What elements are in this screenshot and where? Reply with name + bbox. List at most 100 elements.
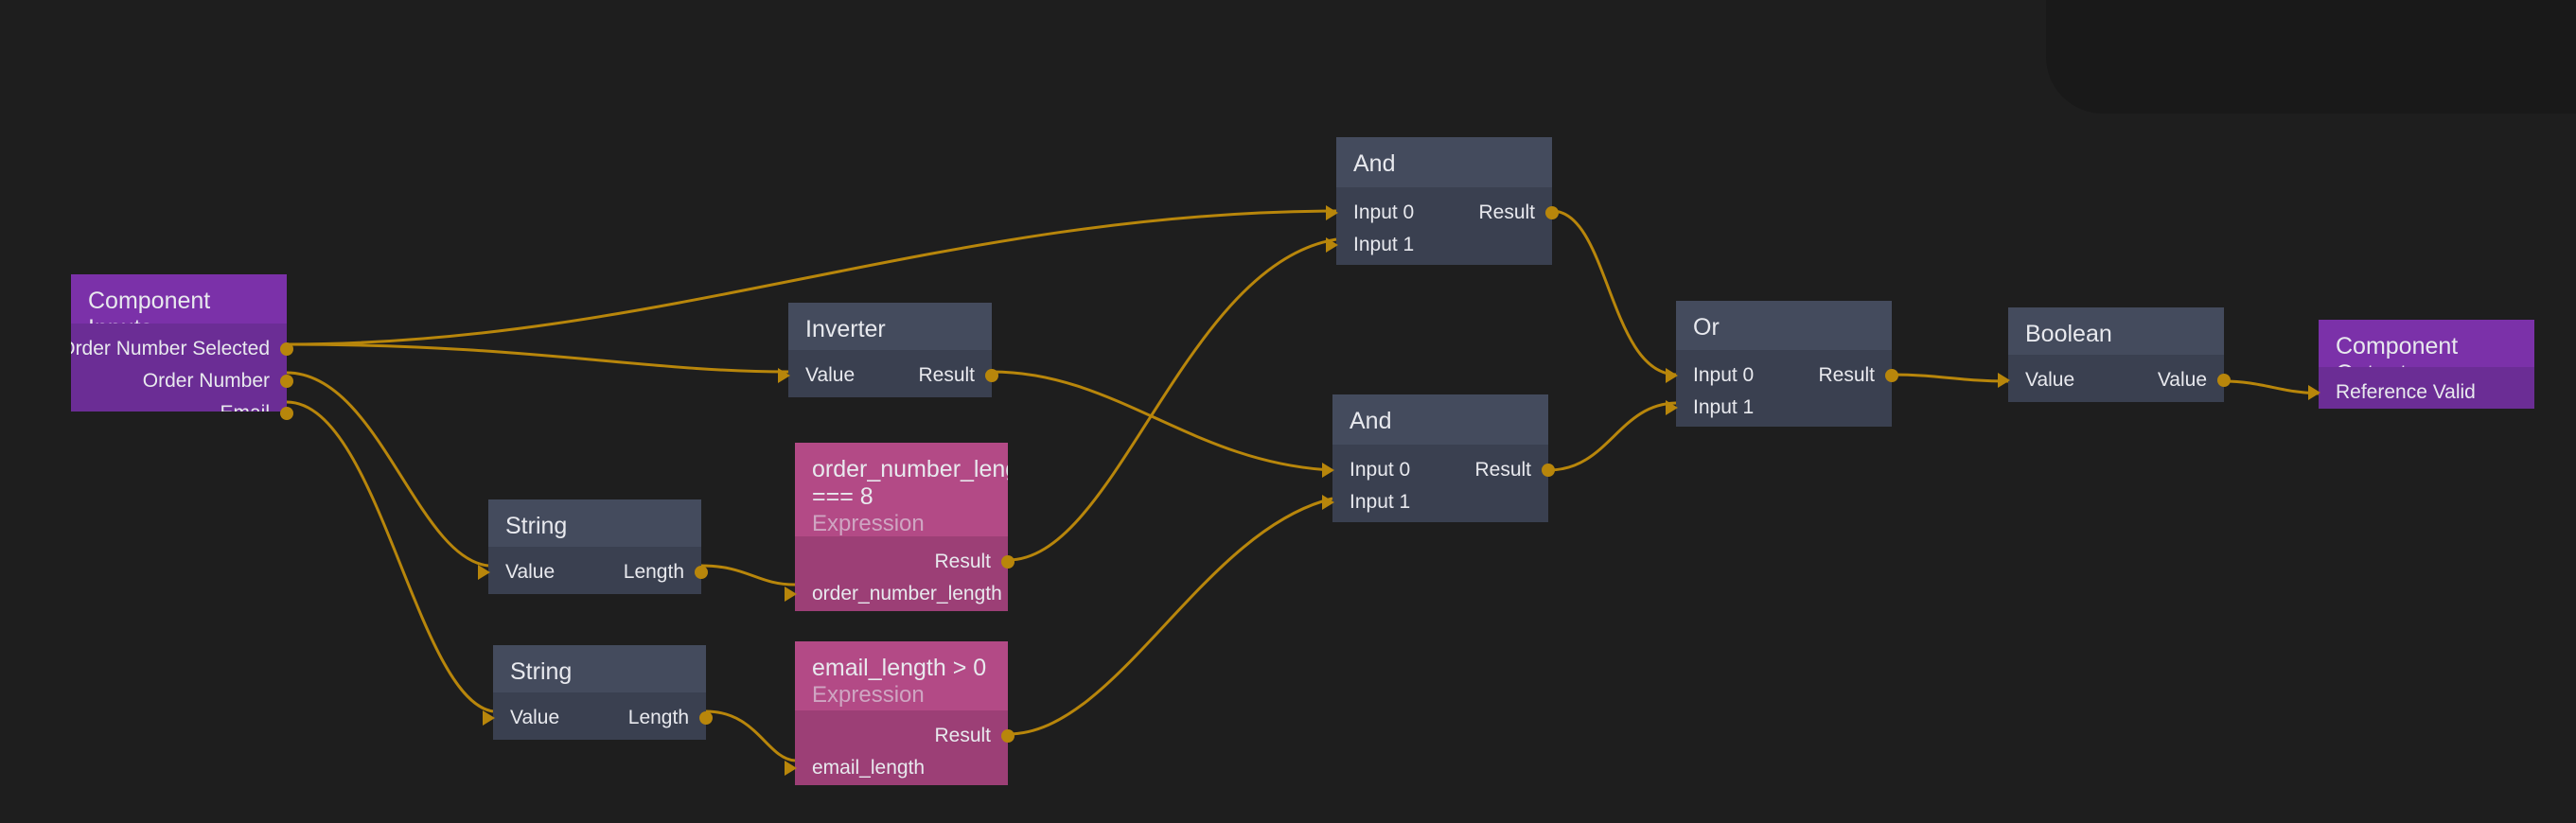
input-port-label: email_length xyxy=(812,757,926,779)
output-port-label: Result xyxy=(1478,201,1535,223)
edge-order-number-to-string-value[interactable] xyxy=(286,371,489,568)
edge-expr-order-result-to-and-upper-in1[interactable] xyxy=(1007,237,1337,562)
edge-email-to-string-value[interactable] xyxy=(286,400,494,713)
output-port-label: Result xyxy=(918,364,975,386)
port-row: Email xyxy=(71,397,287,412)
node-body-string-order-number: Value Length xyxy=(488,547,701,594)
edge-string-length-to-expr-order-input[interactable] xyxy=(700,564,796,587)
input-port-arrow[interactable] xyxy=(785,587,797,602)
node-subtitle: Expression xyxy=(812,510,925,536)
input-port-label: Value xyxy=(505,561,556,583)
output-port-label: Result xyxy=(1818,364,1875,386)
port-row: Input 0 Result xyxy=(1676,359,1892,392)
input-port-arrow[interactable] xyxy=(1326,205,1338,220)
output-port-dot[interactable] xyxy=(280,342,293,356)
output-port-label: Result xyxy=(1474,459,1531,481)
edge-and-lower-result-to-or-in1[interactable] xyxy=(1547,401,1677,472)
input-port-arrow[interactable] xyxy=(478,565,490,580)
input-port-label: order_number_length xyxy=(812,583,1002,604)
node-header-and-upper: And xyxy=(1336,137,1552,187)
node-body-expr-order-number-length: Result order_number_length xyxy=(795,536,1008,611)
input-port-label: Input 0 xyxy=(1693,364,1755,386)
input-port-arrow[interactable] xyxy=(1998,373,2010,388)
node-header-or: Or xyxy=(1676,301,1892,350)
node-title: Inverter xyxy=(805,316,886,342)
node-title: And xyxy=(1350,408,1392,434)
output-port-label: Length xyxy=(623,561,684,583)
edge-ons-to-and-upper-in0[interactable] xyxy=(286,209,1337,346)
input-port-arrow[interactable] xyxy=(1666,400,1678,415)
input-port-arrow[interactable] xyxy=(778,368,790,383)
edge-string-length-to-expr-email-input[interactable] xyxy=(705,709,796,762)
edge-ons-to-inverter-value[interactable] xyxy=(286,342,789,374)
input-port-arrow[interactable] xyxy=(1322,495,1334,510)
edge-expr-email-result-to-and-lower-in1[interactable] xyxy=(1007,497,1333,736)
node-title: Boolean xyxy=(2025,321,2112,347)
node-component-inputs[interactable]: Component InputsOrder Number SelectedOrd… xyxy=(71,274,287,412)
node-expr-order-number-length[interactable]: order_number_length === 8ExpressionResul… xyxy=(795,443,1008,611)
output-port-label: Email xyxy=(220,402,270,412)
node-title: String xyxy=(510,658,573,685)
node-header-component-inputs: Component Inputs xyxy=(71,274,287,341)
input-port-arrow[interactable] xyxy=(1666,368,1678,383)
node-body-component-outputs: Reference Valid xyxy=(2319,367,2534,409)
node-component-outputs[interactable]: Component OutputsReference Valid xyxy=(2319,320,2534,409)
output-port-label: Length xyxy=(627,707,689,728)
port-row: Input 1 xyxy=(1332,486,1548,518)
port-row: order_number_length xyxy=(795,578,1008,610)
output-port-label: Value xyxy=(2157,369,2207,391)
edge-inverter-result-to-and-lower-in0[interactable] xyxy=(991,370,1333,472)
input-port-arrow[interactable] xyxy=(2308,385,2320,400)
output-port-dot[interactable] xyxy=(1001,555,1015,569)
node-header-and-lower: And xyxy=(1332,394,1548,445)
input-port-arrow[interactable] xyxy=(1326,237,1338,253)
output-port-label: Result xyxy=(934,725,991,746)
edge-and-upper-result-to-or-in0[interactable] xyxy=(1551,209,1677,376)
node-header-inverter: Inverter xyxy=(788,303,992,350)
output-port-dot[interactable] xyxy=(1001,729,1015,743)
output-port-dot[interactable] xyxy=(2217,374,2231,387)
input-port-label: Input 1 xyxy=(1350,491,1411,513)
output-port-dot[interactable] xyxy=(1545,206,1559,219)
output-port-label: Result xyxy=(934,551,991,572)
output-port-dot[interactable] xyxy=(985,369,998,382)
input-port-arrow[interactable] xyxy=(1322,463,1334,478)
port-row: Input 1 xyxy=(1336,229,1552,261)
output-port-dot[interactable] xyxy=(699,711,713,725)
node-title: String xyxy=(505,513,568,539)
port-row: Order Number xyxy=(71,365,287,397)
output-port-dot[interactable] xyxy=(1542,464,1555,477)
output-port-dot[interactable] xyxy=(280,375,293,388)
port-row: Value Length xyxy=(488,556,701,588)
input-port-label: Reference Valid xyxy=(2336,381,2476,403)
port-row: Result xyxy=(795,720,1008,752)
node-title: order_number_length === 8 xyxy=(812,456,1008,510)
output-port-dot[interactable] xyxy=(1885,369,1898,382)
edge-or-result-to-boolean-value[interactable] xyxy=(1891,373,2009,383)
output-port-dot[interactable] xyxy=(695,566,708,579)
input-port-arrow[interactable] xyxy=(483,710,495,726)
input-port-arrow[interactable] xyxy=(785,761,797,776)
input-port-label: Value xyxy=(805,364,856,386)
edge-boolean-value-to-component-outputs[interactable] xyxy=(2223,379,2320,395)
output-port-label: Order Number xyxy=(142,370,270,392)
input-port-label: Value xyxy=(2025,369,2075,391)
input-port-label: Input 1 xyxy=(1693,396,1755,418)
port-row: Input 1 xyxy=(1676,392,1892,424)
output-port-dot[interactable] xyxy=(280,407,293,420)
node-title: And xyxy=(1353,150,1396,177)
